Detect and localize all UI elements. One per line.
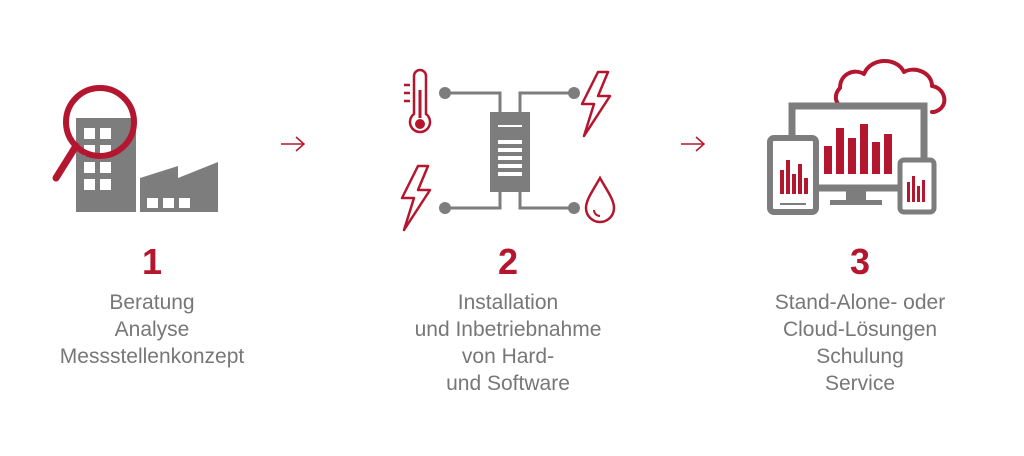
step-line: Messstellenkonzept [59, 345, 245, 368]
step-line: Installation [457, 291, 559, 314]
step-2: 2 Installation und Inbetriebnahme von Ha… [348, 0, 668, 456]
arrow-right-icon [681, 136, 706, 152]
step-description: Stand-Alone- oder Cloud-Lösungen Schulun… [700, 289, 1020, 397]
step-1: 1 Beratung Analyse Messstellenkonzept [0, 0, 312, 456]
factory-magnifier-icon [52, 85, 218, 212]
step-description: Beratung Analyse Messstellenkonzept [0, 289, 312, 370]
step-line: Analyse [114, 318, 190, 341]
arrow-right-icon [281, 136, 306, 152]
step-description: Installation und Inbetriebnahme von Hard… [348, 289, 668, 397]
step-line: Schulung [816, 345, 904, 368]
step-line: und Software [446, 372, 570, 395]
step-number: 2 [497, 241, 519, 282]
step-line: Stand-Alone- oder [774, 291, 946, 314]
step-line: Cloud-Lösungen [782, 318, 938, 341]
step-line: Service [824, 372, 896, 395]
step-3: 3 Stand-Alone- oder Cloud-Lösungen Schul… [700, 0, 1020, 456]
device-connections-icon [400, 68, 616, 232]
step-line: Beratung [109, 291, 195, 314]
step-line: von Hard- [461, 345, 555, 368]
step-number: 1 [141, 241, 163, 282]
step-line: und Inbetriebnahme [414, 318, 602, 341]
step-number: 3 [849, 241, 871, 282]
cloud-devices-icon [767, 59, 947, 215]
